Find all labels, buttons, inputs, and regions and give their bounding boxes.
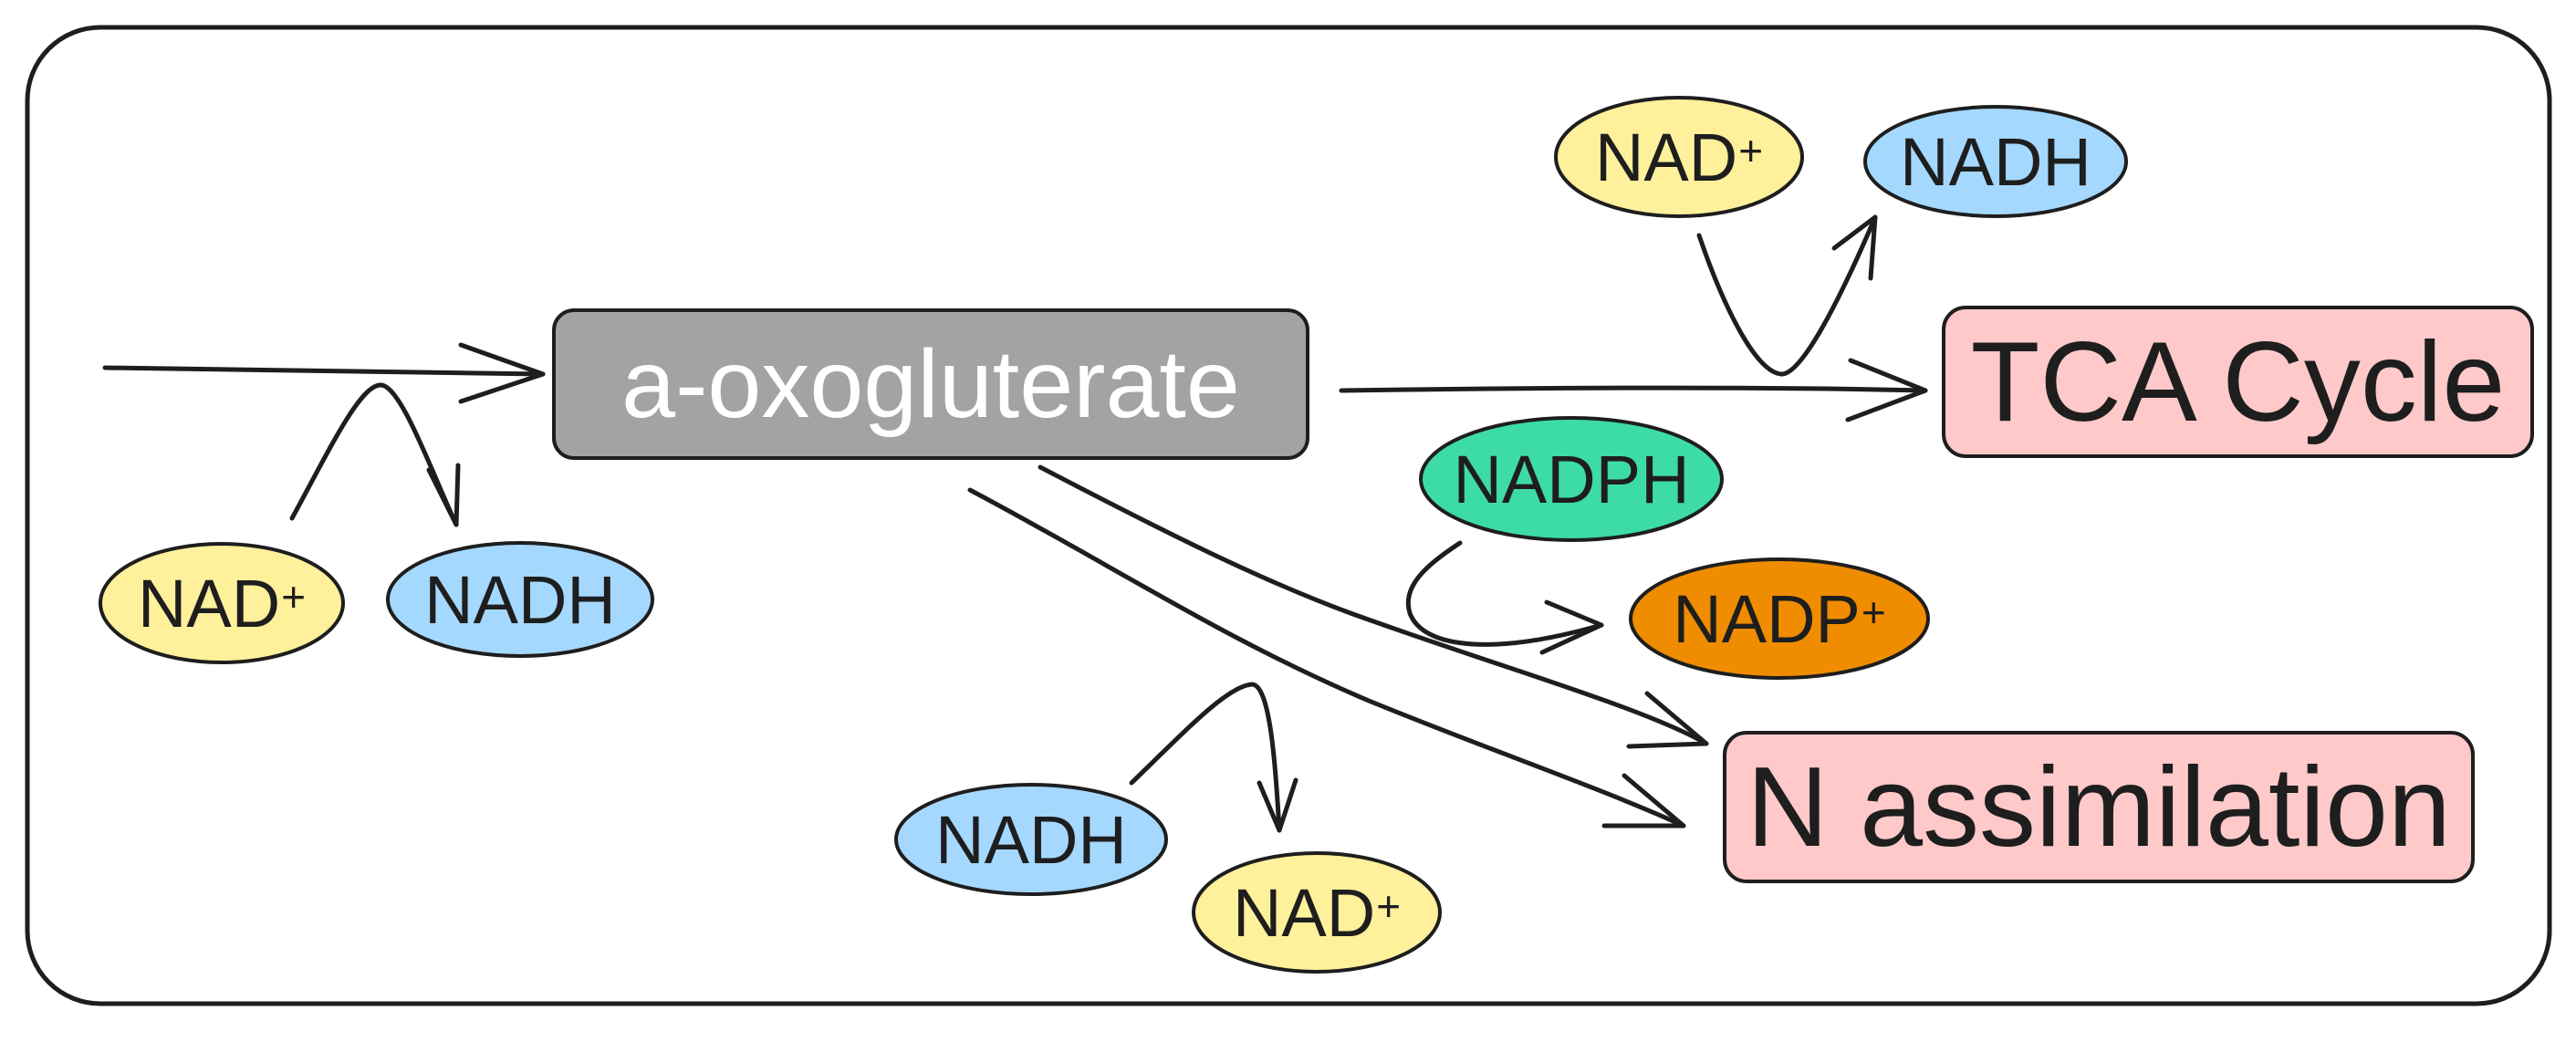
left-nad-label: NAD+ (100, 544, 343, 662)
tca-box (1942, 306, 2534, 458)
top-nad-ellipse (1554, 96, 1804, 218)
left-nad-charge: + (281, 573, 307, 621)
top-nad-charge: + (1738, 127, 1764, 175)
left-nad-base: NAD (137, 565, 281, 641)
n-assimilation-box (1723, 731, 2475, 883)
bottom-nad-base: NAD (1232, 874, 1376, 951)
main-node-box (552, 308, 1309, 460)
nadph-ellipse (1419, 416, 1724, 542)
top-nad-base: NAD (1594, 119, 1738, 195)
bottom-nadh-base: NADH (935, 801, 1127, 878)
bottom-nadh-label: NADH (896, 785, 1166, 894)
bottom-cofactor-arrowhead (1257, 777, 1298, 833)
bottom-nadh-ellipse (894, 783, 1168, 896)
bottom-nad-charge: + (1376, 882, 1402, 931)
bottom-cofactor-arrow (1129, 682, 1282, 833)
left-nadh-base: NADH (424, 561, 616, 638)
tca-text: TCA Cycle (1970, 318, 2506, 445)
nadph-cofactor-arrow (1405, 540, 1604, 647)
bottom-nad-ellipse (1192, 851, 1442, 974)
left-cofactor-arrow (289, 382, 459, 527)
nadp-ellipse (1629, 557, 1930, 680)
nadp-label: NADP+ (1631, 559, 1928, 678)
top-cofactor-arrowhead (1831, 214, 1878, 281)
main-node-label: a-oxogluterate (554, 310, 1308, 458)
left-nadh-label: NADH (388, 543, 652, 656)
bottom-nad-label: NAD+ (1194, 853, 1440, 972)
nadph-base: NADPH (1453, 441, 1690, 517)
outer-frame (25, 25, 2552, 1006)
top-nadh-label: NADH (1865, 107, 2126, 216)
nadp-base: NADP (1673, 580, 1861, 657)
arrow-to-n-assimilation-lower-head (1601, 773, 1686, 828)
nadph-label: NADPH (1421, 418, 1722, 540)
n-assimilation-text: N assimilation (1747, 744, 2451, 870)
main-node-text: a-oxogluterate (621, 329, 1240, 438)
arrow-to-n-assimilation-upper (1038, 464, 1709, 746)
top-nadh-ellipse (1863, 105, 2128, 218)
arrow-to-tca (1339, 385, 1928, 393)
nadph-cofactor-arrowhead (1539, 599, 1604, 655)
top-cofactor-arrow (1696, 214, 1878, 377)
top-nad-label: NAD+ (1556, 98, 1802, 216)
arrow-to-n-assimilation-lower (967, 487, 1686, 828)
left-nadh-ellipse (386, 541, 654, 658)
n-assimilation-label: N assimilation (1725, 733, 2473, 881)
tca-label: TCA Cycle (1944, 307, 2532, 456)
incoming-arrowhead (458, 342, 546, 404)
left-nad-ellipse (99, 542, 345, 664)
arrow-to-tca-head (1845, 358, 1928, 422)
top-nadh-base: NADH (1900, 123, 2091, 200)
incoming-arrow (102, 365, 546, 377)
nadp-charge: + (1861, 589, 1886, 637)
arrow-to-n-assimilation-upper-head (1626, 691, 1709, 749)
left-cofactor-arrowhead (426, 463, 461, 527)
